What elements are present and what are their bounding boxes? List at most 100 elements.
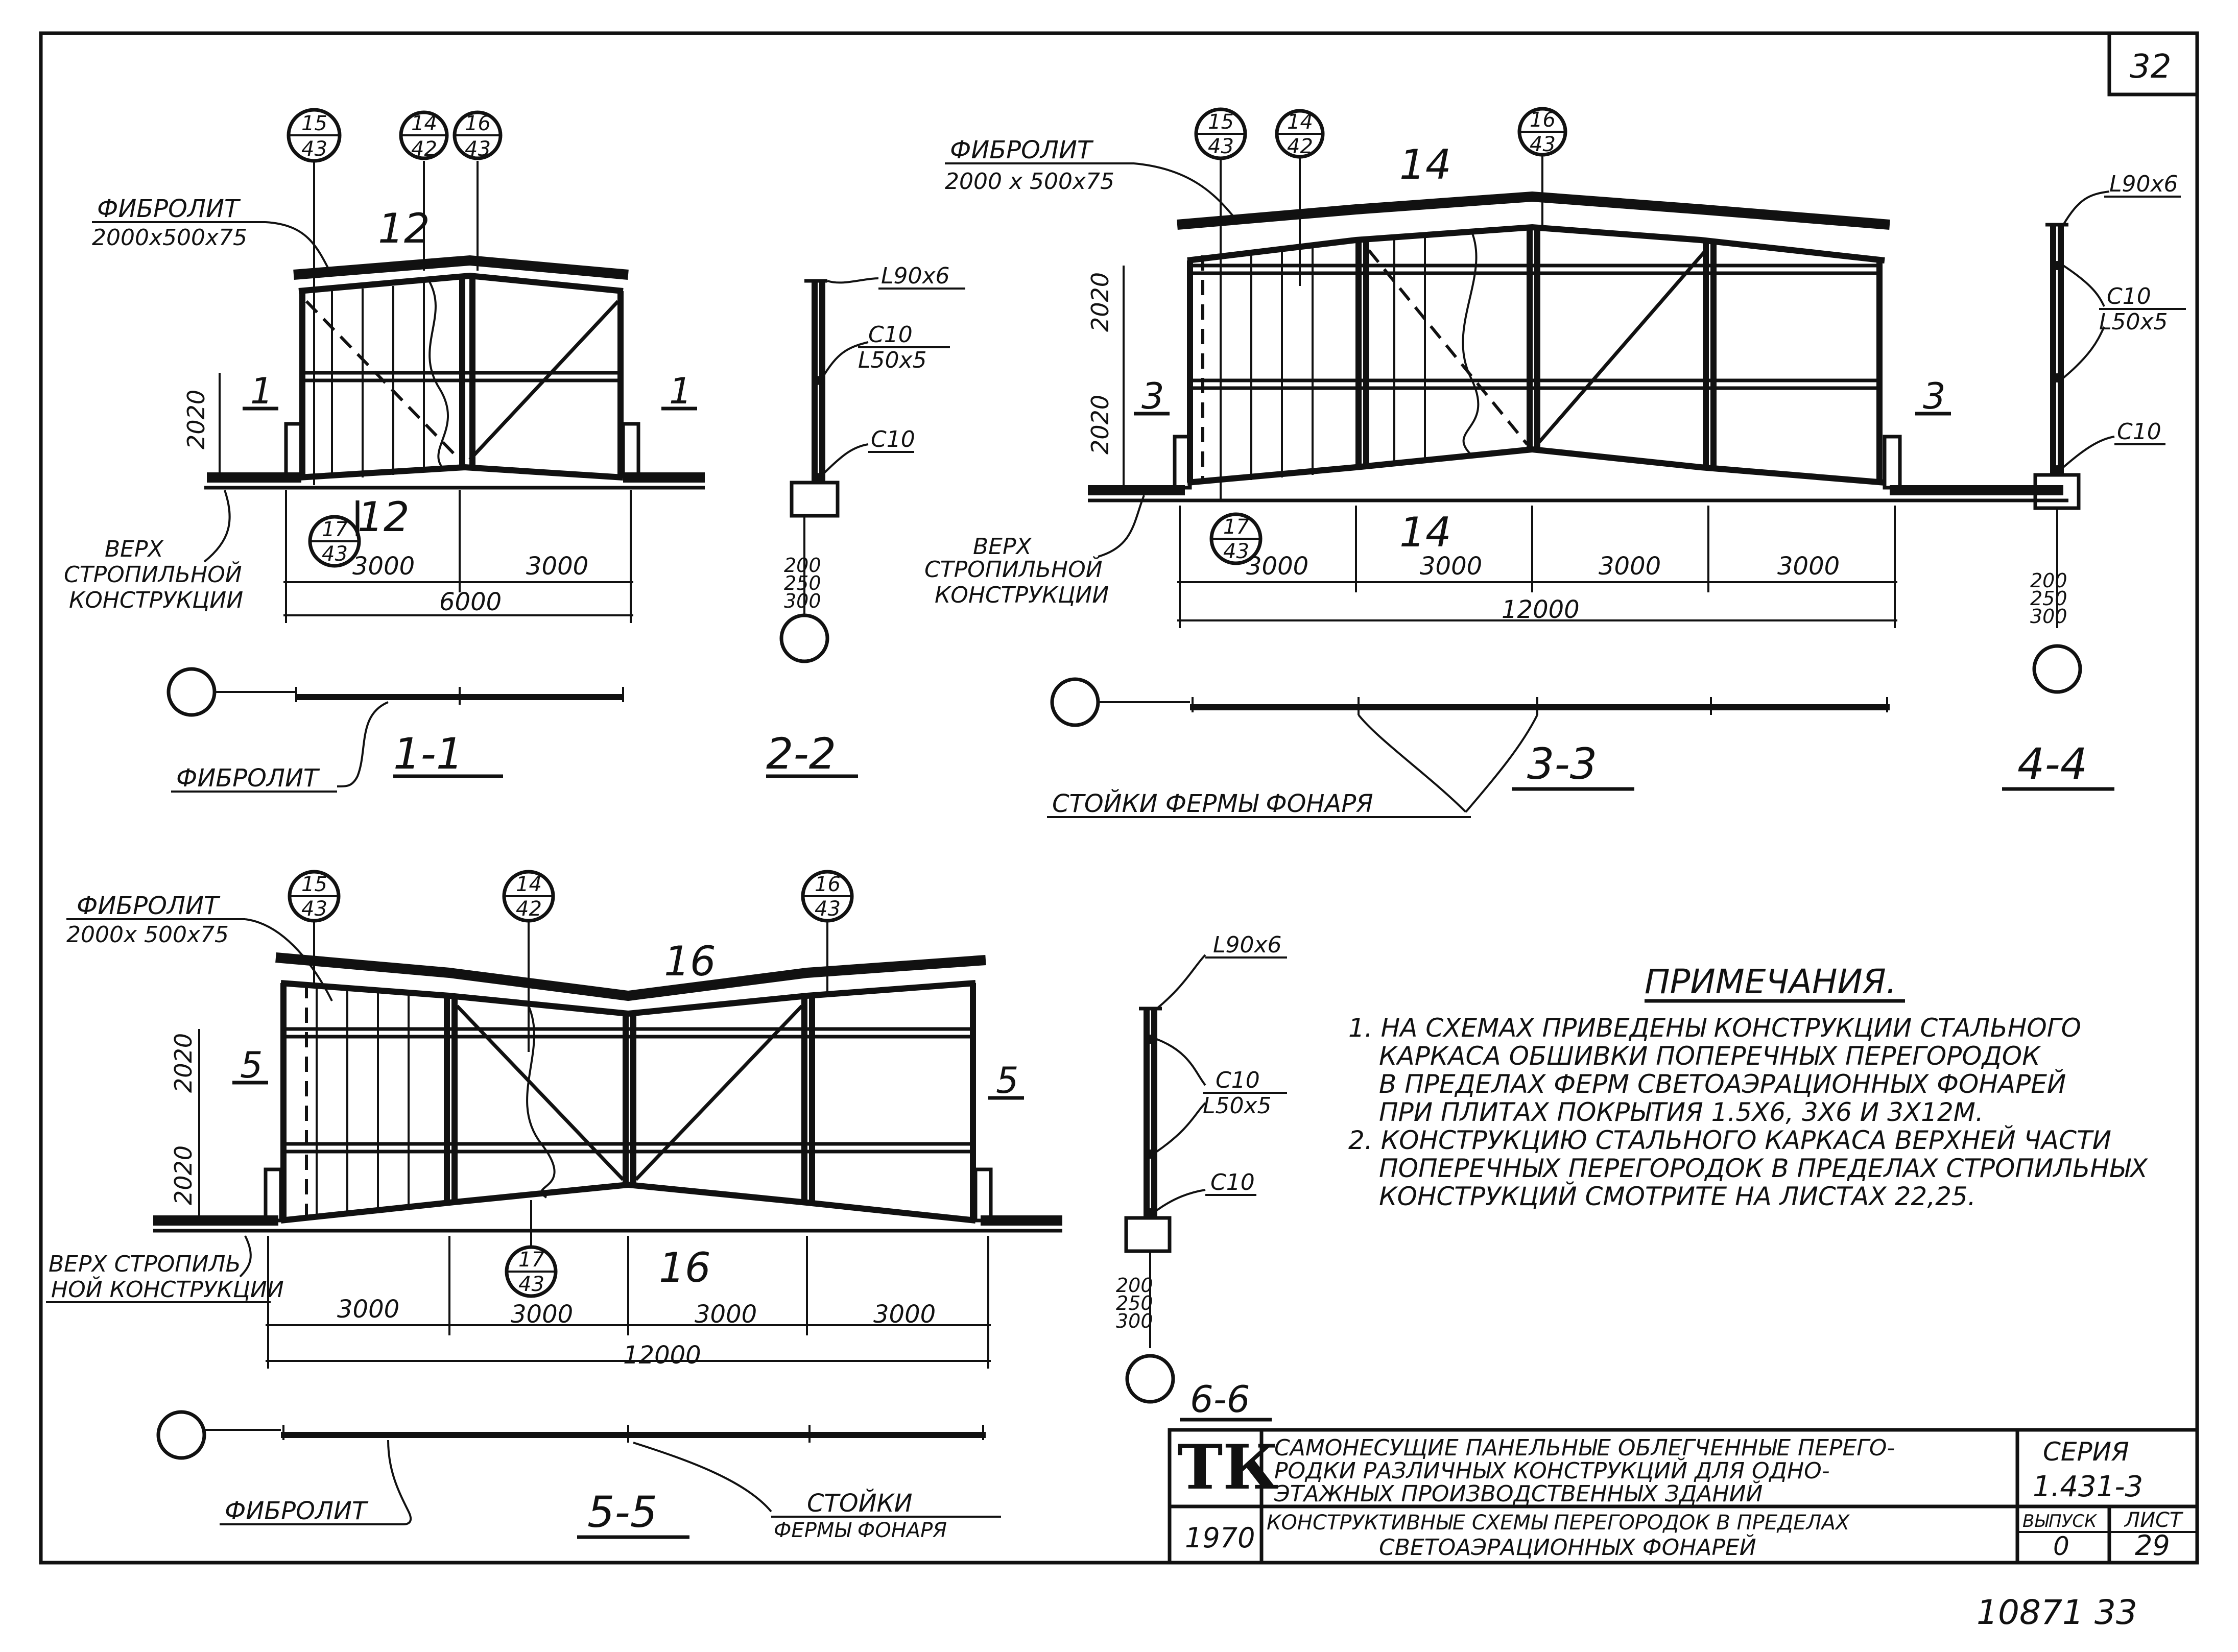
section-4-detail: L90x6 C10 L50x5 C10 200 250 300 bbox=[2030, 171, 2186, 694]
s4-label-1: L90x6 bbox=[2109, 171, 2178, 197]
s1-cut-label-bottom: 12 bbox=[358, 493, 410, 541]
s1-side-label-left: 1 bbox=[250, 370, 273, 412]
s4-dim-2: 250 bbox=[2030, 587, 2067, 610]
note-line-1: 1. На схемах приведены конструкции сталь… bbox=[1348, 1013, 2081, 1043]
s5-dim-2: 3000 bbox=[511, 1300, 573, 1329]
plan-5-5: Фибролит 5-5 Стойки фермы фонаря bbox=[156, 1410, 1001, 1542]
s4-label-4: C10 bbox=[2117, 419, 2161, 445]
plan-5-label2-1: Стойки bbox=[807, 1489, 913, 1518]
s6-label-4: C10 bbox=[1210, 1169, 1255, 1195]
note-line-2: каркаса обшивки поперечных перегородок bbox=[1379, 1041, 2041, 1071]
s5-height-dim-2: 2020 bbox=[170, 1145, 197, 1205]
s1-cut-label-top: 12 bbox=[378, 205, 430, 252]
s5-side-label-left: 5 bbox=[240, 1044, 263, 1086]
corner-number-box bbox=[2107, 31, 2199, 97]
s3-dim-3: 3000 bbox=[1599, 552, 1661, 581]
title-line-3: этажных производственных зданий bbox=[1274, 1480, 1763, 1507]
s5-dim-3: 3000 bbox=[695, 1300, 757, 1329]
s3-rafter-note-1: Верх bbox=[973, 534, 1032, 560]
s3-callout-1-bottom: 43 bbox=[1208, 135, 1234, 158]
subtitle-line-2: светоаэрационных фонарей bbox=[1379, 1534, 1756, 1561]
s1-height-dim: 2020 bbox=[182, 390, 210, 449]
s5-fibrolit-label: Фибролит bbox=[77, 892, 221, 920]
section-3-elevation: 2020 2020 3 3 14 14 15 43 14 42 16 43 17… bbox=[924, 107, 2068, 628]
issue-label: Выпуск bbox=[2022, 1511, 2098, 1531]
s4-dim-1: 200 bbox=[2030, 569, 2067, 592]
s5-dim-4: 3000 bbox=[873, 1300, 936, 1329]
plan-2-title: 2-2 bbox=[766, 729, 836, 779]
series-label: Серия bbox=[2043, 1437, 2129, 1467]
plan-5-label2-2: фермы фонаря bbox=[774, 1519, 947, 1542]
s5-callout-3-top: 16 bbox=[815, 873, 841, 896]
s4-dim-3: 300 bbox=[2030, 605, 2067, 628]
plan-3-3: Стойки фермы фонаря 3-3 bbox=[1047, 677, 1890, 818]
s3-side-label-right: 3 bbox=[1923, 375, 1946, 417]
plan-3-label: Стойки фермы фонаря bbox=[1052, 789, 1373, 818]
s6-label-1: L90x6 bbox=[1213, 932, 1282, 958]
s5-height-dim-1: 2020 bbox=[170, 1033, 197, 1093]
s5-cut-label-top: 16 bbox=[664, 938, 716, 985]
s5-dim-1: 3000 bbox=[337, 1295, 399, 1324]
s6-label-2: C10 bbox=[1216, 1067, 1260, 1093]
plan-1-label: Фибролит bbox=[176, 764, 320, 793]
s1-dim-2: 3000 bbox=[526, 552, 588, 581]
s1-callout-3-bottom: 43 bbox=[465, 137, 491, 161]
s5-callout-1-top: 15 bbox=[301, 873, 327, 896]
s3-callout-3-bottom: 43 bbox=[1530, 133, 1556, 156]
s6-label-3: L50x5 bbox=[1203, 1093, 1272, 1119]
plan-4-4: 4-4 bbox=[2002, 739, 2114, 791]
s1-fibrolit-label: Фибролит bbox=[97, 195, 241, 223]
issue-value: 0 bbox=[2053, 1531, 2069, 1561]
s2-label-1: L90x6 bbox=[881, 263, 950, 289]
corner-number: 32 bbox=[2130, 48, 2171, 86]
s5-rafter-note-2: ной конструкции bbox=[51, 1276, 284, 1303]
s1-total-dim: 6000 bbox=[439, 588, 502, 616]
series-value: 1.431-3 bbox=[2033, 1470, 2143, 1503]
s6-dim-3: 300 bbox=[1116, 1310, 1153, 1332]
s2-dim-2: 250 bbox=[784, 572, 821, 594]
s3-height-dim-1: 2020 bbox=[1086, 272, 1114, 332]
s3-dim-1: 3000 bbox=[1246, 552, 1308, 581]
plan-1-title: 1-1 bbox=[393, 729, 463, 779]
note-line-6: поперечных перегородок в пределах стропи… bbox=[1379, 1154, 2149, 1183]
section-5-elevation: 2020 2020 5 5 16 16 15 43 14 42 16 43 17… bbox=[46, 870, 1062, 1370]
title-line-1: Самонесущие панельные облегченные перего… bbox=[1274, 1435, 1895, 1461]
s2-label-4: C10 bbox=[871, 426, 915, 452]
plan-6-title: 6-6 bbox=[1190, 1378, 1250, 1421]
subtitle-line-1: Конструктивные схемы перегородок в преде… bbox=[1267, 1511, 1850, 1535]
s5-callout-2-bottom: 42 bbox=[516, 897, 542, 921]
s5-fibrolit-size: 2000x 500x75 bbox=[66, 922, 229, 948]
title-block: ТК 1970 Самонесущие панельные облегченны… bbox=[1168, 1428, 2199, 1565]
s1-rafter-note-1: Верх bbox=[105, 536, 164, 562]
s1-callout-3-top: 16 bbox=[465, 112, 491, 135]
plan-4-title: 4-4 bbox=[2017, 739, 2087, 789]
notes-block: Примечания. 1. На схемах приведены конст… bbox=[1348, 962, 2149, 1211]
s1-callout-2-bottom: 42 bbox=[411, 137, 437, 161]
s1-fibrolit-size: 2000x500x75 bbox=[92, 225, 247, 251]
s3-dim-4: 3000 bbox=[1777, 552, 1840, 581]
note-line-7: конструкций смотрите на листах 22,25. bbox=[1379, 1181, 1976, 1211]
s2-label-2: C10 bbox=[868, 322, 913, 348]
s2-label-3: L50x5 bbox=[858, 347, 927, 373]
s3-height-dim-2: 2020 bbox=[1086, 395, 1114, 454]
s1-callout-1-top: 15 bbox=[301, 112, 327, 135]
plan-5-title: 5-5 bbox=[587, 1487, 657, 1537]
stamp-number: 10871 33 bbox=[1977, 1593, 2137, 1632]
title-logo: ТК bbox=[1177, 1431, 1278, 1503]
s5-callout-2-top: 14 bbox=[516, 873, 542, 896]
s3-callout-2-bottom: 42 bbox=[1287, 135, 1313, 158]
s3-side-label-left: 3 bbox=[1141, 375, 1164, 417]
plan-3-title: 3-3 bbox=[1527, 739, 1597, 789]
section-6-detail: L90x6 C10 L50x5 C10 200 250 300 bbox=[1116, 932, 1287, 1404]
s5-callout-1-bottom: 43 bbox=[301, 897, 327, 921]
s5-callout-3-bottom: 43 bbox=[815, 897, 841, 921]
s3-cut-label-bottom: 14 bbox=[1399, 509, 1451, 556]
s5-callout-4-bottom: 43 bbox=[518, 1273, 544, 1296]
plan-5-label: Фибролит bbox=[225, 1497, 369, 1525]
plan-2-2: 2-2 bbox=[766, 729, 858, 779]
notes-title: Примечания. bbox=[1645, 962, 1897, 1001]
s1-callout-2-top: 14 bbox=[411, 112, 437, 135]
note-line-5: 2. Конструкцию стального каркаса верхней… bbox=[1348, 1125, 2111, 1155]
plan-6-6: 6-6 bbox=[1180, 1378, 1272, 1422]
